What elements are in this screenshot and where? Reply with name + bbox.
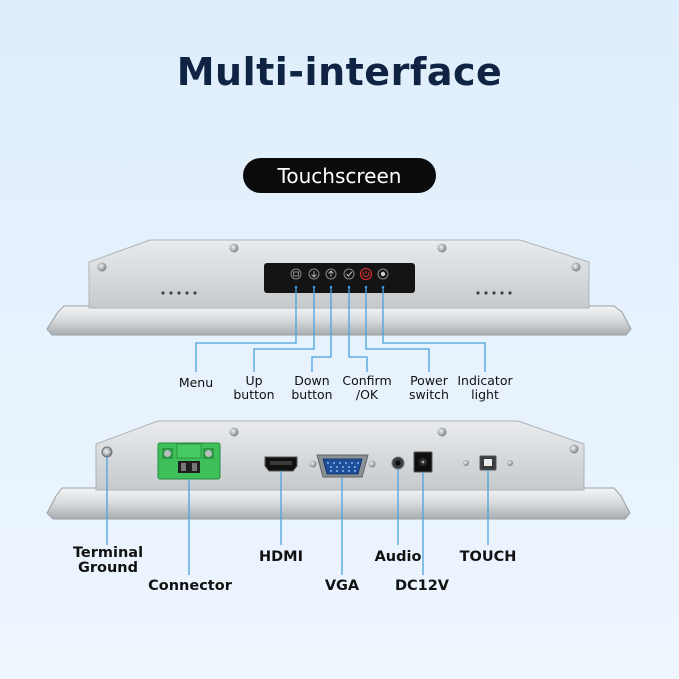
bottom-device-panel — [46, 420, 631, 520]
dc-power-jack[interactable] — [413, 451, 433, 473]
audio-jack[interactable] — [391, 456, 405, 470]
label-audio: Audio — [374, 549, 422, 565]
label-menu: Menu — [178, 375, 214, 390]
button-strip — [264, 263, 415, 293]
power-button[interactable] — [359, 267, 373, 281]
page-title: Multi-interface — [176, 50, 503, 94]
screw-icon — [437, 243, 447, 253]
confirm-button[interactable] — [343, 268, 355, 280]
indicator-light-icon — [377, 268, 389, 280]
top-leader-lines — [195, 287, 486, 372]
up-button[interactable] — [308, 268, 320, 280]
label-up-button: Up button — [233, 373, 275, 402]
label-vga: VGA — [324, 578, 360, 594]
label-terminal-ground: Terminal Ground — [72, 545, 144, 576]
top-device-panel — [46, 239, 632, 336]
screw-icon — [229, 427, 239, 437]
label-indicator-light: Indicator light — [457, 373, 513, 402]
vent-holes — [161, 291, 512, 295]
screw-icon — [229, 243, 239, 253]
label-down-button: Down button — [291, 373, 333, 402]
touchscreen-badge: Touchscreen — [243, 158, 436, 193]
label-power-switch: Power switch — [409, 373, 449, 402]
screw-icon — [97, 262, 107, 272]
screw-icon — [437, 427, 447, 437]
label-touch: TOUCH — [459, 549, 517, 565]
label-hdmi: HDMI — [259, 549, 303, 565]
label-connector: Connector — [148, 578, 232, 594]
label-dc12v: DC12V — [394, 578, 450, 594]
down-button[interactable] — [325, 268, 337, 280]
bottom-leader-lines — [106, 457, 489, 575]
menu-button[interactable] — [290, 268, 302, 280]
vga-port[interactable] — [309, 454, 376, 478]
screw-icon — [569, 444, 579, 454]
ground-terminal-icon — [101, 446, 113, 458]
label-confirm: Confirm /OK — [342, 373, 392, 402]
terminal-block-connector[interactable] — [157, 442, 221, 480]
hdmi-port[interactable] — [264, 456, 298, 472]
screw-icon — [571, 262, 581, 272]
